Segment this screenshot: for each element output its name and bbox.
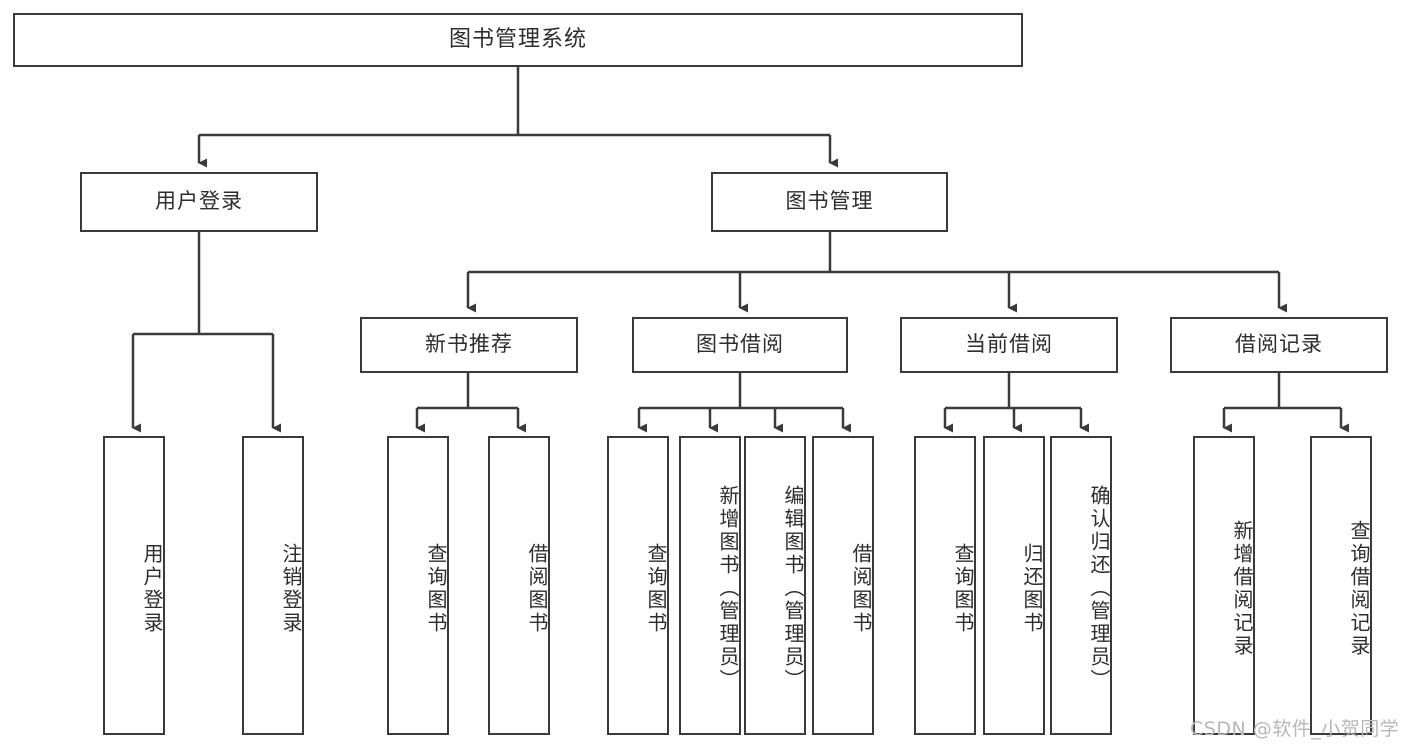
node-label: 确认归还（管理员） [1087, 485, 1111, 692]
node-label: 图书借阅 [696, 332, 784, 357]
watermark-credit: CSDN @软件_小贺同学 [1190, 718, 1400, 740]
node-label: 查询图书 [951, 542, 975, 635]
node-current-borrow[interactable]: 当前借阅 [900, 317, 1118, 373]
node-label: 借阅记录 [1235, 332, 1323, 357]
leaf-query-book-borrow[interactable]: 查询图书 [607, 436, 669, 735]
node-label: 用户登录 [140, 542, 164, 635]
node-label: 编辑图书（管理员） [781, 485, 805, 692]
leaf-add-borrow-record[interactable]: 新增借阅记录 [1193, 436, 1255, 735]
node-label: 查询图书 [644, 542, 668, 635]
leaf-add-book-admin[interactable]: 新增图书（管理员） [679, 436, 741, 735]
node-book-borrow[interactable]: 图书借阅 [632, 317, 848, 373]
leaf-query-book-recommend[interactable]: 查询图书 [387, 436, 449, 735]
leaf-logout[interactable]: 注销登录 [242, 436, 304, 735]
leaf-borrow-book-recommend[interactable]: 借阅图书 [488, 436, 550, 735]
node-label: 新增借阅记录 [1230, 519, 1254, 658]
leaf-borrow-book[interactable]: 借阅图书 [812, 436, 874, 735]
node-label: 归还图书 [1020, 542, 1044, 635]
node-label: 图书管理系统 [448, 26, 587, 52]
node-root-book-management-system[interactable]: 图书管理系统 [13, 13, 1023, 67]
node-borrow-record[interactable]: 借阅记录 [1170, 317, 1388, 373]
node-label: 图书管理 [785, 189, 874, 214]
node-label: 注销登录 [279, 542, 303, 635]
node-label: 查询借阅记录 [1347, 519, 1371, 658]
leaf-query-borrow-record[interactable]: 查询借阅记录 [1310, 436, 1372, 735]
node-user-login[interactable]: 用户登录 [80, 172, 318, 232]
node-label: 查询图书 [424, 542, 448, 635]
node-label: 新增图书（管理员） [716, 485, 740, 692]
leaf-query-book-current[interactable]: 查询图书 [914, 436, 976, 735]
node-label: 当前借阅 [965, 332, 1053, 357]
leaf-confirm-return-admin[interactable]: 确认归还（管理员） [1050, 436, 1112, 735]
node-book-management[interactable]: 图书管理 [711, 172, 948, 232]
node-label: 用户登录 [155, 189, 243, 214]
leaf-edit-book-admin[interactable]: 编辑图书（管理员） [744, 436, 806, 735]
node-label: 借阅图书 [849, 542, 873, 635]
leaf-return-book[interactable]: 归还图书 [983, 436, 1045, 735]
node-new-book-recommend[interactable]: 新书推荐 [360, 317, 578, 373]
leaf-user-login[interactable]: 用户登录 [103, 436, 165, 735]
node-label: 借阅图书 [525, 542, 549, 635]
node-label: 新书推荐 [425, 332, 513, 357]
